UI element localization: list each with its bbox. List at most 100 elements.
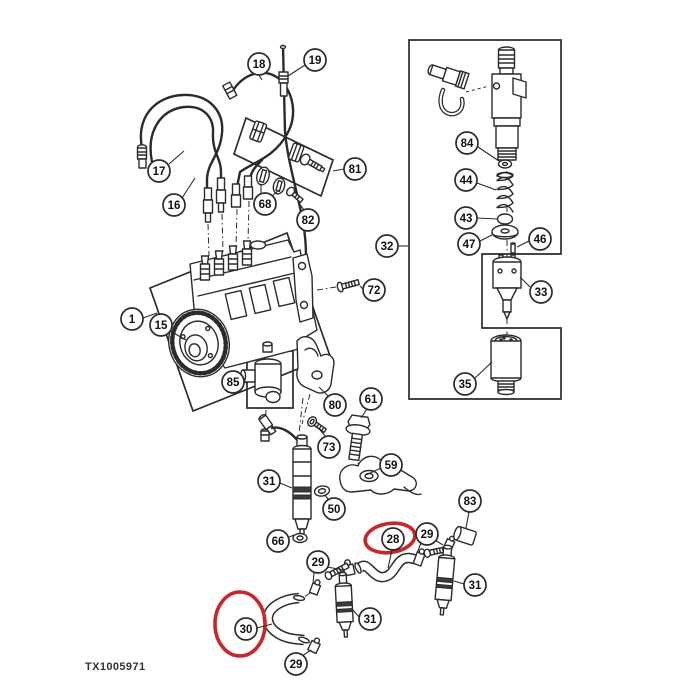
callout-number: 68 [259, 199, 272, 211]
callout-43-17: 43 [455, 207, 497, 229]
line-nut [279, 46, 288, 97]
fuel-line-16 [151, 107, 221, 182]
callout-number: 28 [387, 534, 400, 546]
callout-number: 32 [381, 241, 394, 253]
callout-circle [297, 209, 319, 231]
callout-number: 50 [328, 504, 341, 516]
nozzle-31-right [434, 545, 456, 616]
callout-1-0: 1 [121, 308, 157, 330]
callout-number: 29 [290, 659, 303, 671]
callout-number: 80 [329, 400, 342, 412]
callout-19-5: 19 [288, 49, 326, 76]
callout-circle [359, 608, 381, 630]
support-bracket [297, 337, 334, 393]
callout-59-22: 59 [366, 454, 402, 476]
callout-number: 29 [312, 557, 325, 569]
line-clamp [288, 143, 304, 163]
callout-number: 47 [463, 239, 476, 251]
callout-50-21: 50 [323, 495, 345, 520]
callout-number: 66 [272, 536, 285, 548]
callout-circle [360, 388, 382, 410]
callout-number: 84 [461, 138, 474, 150]
callout-31-13: 31 [454, 574, 486, 596]
clamp-screw [299, 152, 327, 175]
callout-circle [323, 498, 345, 520]
return-hose-group [268, 526, 477, 654]
callout-82-30: 82 [297, 202, 319, 231]
callout-number: 82 [302, 215, 315, 227]
callout-circle [222, 371, 244, 393]
callout-circle [455, 207, 477, 229]
injector-exploded-group [426, 47, 526, 395]
callout-46-19: 46 [517, 228, 551, 250]
washer-66 [293, 534, 307, 543]
callout-circle [464, 574, 486, 596]
callout-number: 33 [535, 287, 548, 299]
injection-pump-group [162, 240, 317, 383]
callout-circle [235, 618, 257, 640]
injector-body [492, 47, 526, 160]
nozzle-nut-35 [491, 335, 521, 395]
callout-85-33: 85 [222, 371, 248, 393]
callout-circle [380, 454, 402, 476]
callout-circle [363, 279, 385, 301]
nozzle-31-middle [335, 572, 354, 637]
line-clamp [249, 121, 267, 143]
callout-number: 31 [263, 476, 276, 488]
callout-circle [455, 169, 477, 191]
bolt-72 [336, 278, 360, 293]
washer-50 [314, 485, 331, 497]
line-clamp-half [255, 166, 271, 186]
leak-off-fitting [426, 61, 489, 114]
fuel-line-17 [141, 95, 222, 190]
callout-circle [530, 281, 552, 303]
callout-circle [150, 314, 172, 336]
callout-16-2: 16 [163, 178, 195, 216]
callout-number: 19 [309, 55, 322, 67]
callout-number: 31 [364, 614, 377, 626]
callout-circle [254, 193, 276, 215]
callout-80-28: 80 [319, 387, 346, 416]
callout-number: 1 [129, 314, 136, 326]
callout-circle [267, 530, 289, 552]
filler-cap [251, 241, 266, 249]
callout-circle [258, 470, 280, 492]
nozzle-holder-33 [493, 255, 521, 319]
callout-circle [416, 523, 438, 545]
callout-31-12: 31 [353, 608, 381, 630]
callout-number: 85 [227, 377, 240, 389]
callout-circle [454, 373, 476, 395]
callout-circle [376, 235, 398, 257]
delivery-valve-fittings [201, 241, 252, 280]
highlight-ellipse-30 [215, 592, 265, 656]
callout-circle [456, 132, 478, 154]
callout-number: 72 [368, 285, 381, 297]
clamp-kit-group [249, 121, 326, 205]
disc-43 [498, 214, 513, 224]
pump-drive-gear [162, 303, 237, 383]
callout-number: 44 [460, 175, 473, 187]
plate-47 [492, 225, 518, 239]
callout-circle [382, 528, 404, 550]
callout-number: 16 [168, 200, 181, 212]
callout-61-23: 61 [360, 388, 382, 418]
clamp-screw [285, 186, 305, 204]
supply-pump-group [241, 342, 282, 441]
callout-number: 43 [460, 213, 473, 225]
callout-29-7: 29 [307, 551, 344, 584]
line-end-fitting [138, 145, 147, 168]
callout-28-6: 28 [382, 528, 404, 568]
callout-circle [529, 228, 551, 250]
callout-15-1: 15 [150, 314, 186, 340]
callout-number: 35 [459, 379, 472, 391]
callout-31-11: 31 [258, 470, 292, 492]
figure-id: TX1005971 [85, 661, 145, 673]
callout-number: 29 [421, 529, 434, 541]
pin-46 [511, 243, 515, 253]
callout-44-18: 44 [455, 169, 496, 191]
callout-number: 59 [385, 460, 398, 472]
callout-circle [344, 158, 366, 180]
hose-clamp [413, 548, 426, 566]
